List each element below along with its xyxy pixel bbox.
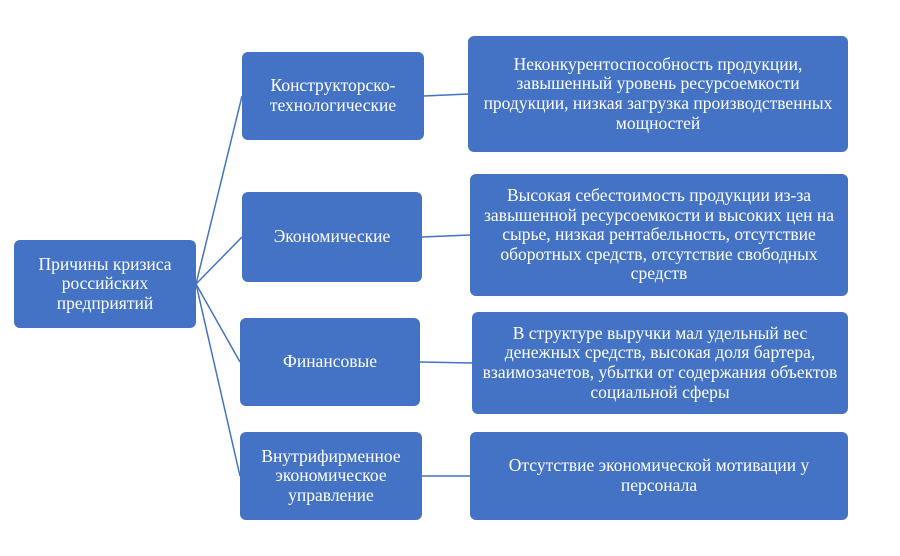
connector-cat2-detail — [421, 234, 471, 238]
connector-root-cat1 — [195, 95, 243, 285]
detail-node-financial: В структуре выручки мал удельный вес ден… — [472, 312, 848, 414]
connector-root-cat2 — [195, 236, 243, 285]
detail-node-design-technological: Неконкурентоспособность продукции, завыш… — [468, 36, 848, 152]
detail-node-economic: Высокая себестоимость продукции из-за за… — [470, 174, 848, 296]
root-label: Причины кризиса российских предприятий — [38, 253, 172, 313]
root-node: Причины кризиса российских предприятий — [14, 240, 196, 328]
connector-cat1-detail — [423, 93, 469, 97]
category-node-internal-management: Внутрифирменное экономическое управление — [240, 432, 422, 520]
category-node-financial: Финансовые — [240, 318, 420, 406]
detail-text: Отсутствие экономической мотивации у пер… — [508, 455, 810, 495]
category-node-design-technological: Конструкторско-технологические — [242, 52, 424, 140]
connector-cat3-detail — [419, 361, 473, 364]
category-label: Внутрифирменное экономическое управление — [261, 445, 401, 505]
category-label: Экономические — [273, 226, 391, 247]
detail-text: В структуре выручки мал удельный вес ден… — [482, 322, 838, 402]
category-label: Конструкторско-технологические — [269, 75, 397, 115]
category-node-economic: Экономические — [242, 192, 422, 282]
detail-text: Неконкурентоспособность продукции, завыш… — [483, 53, 833, 133]
detail-node-internal-management: Отсутствие экономической мотивации у пер… — [470, 432, 848, 520]
category-label: Финансовые — [283, 351, 377, 372]
detail-text: Высокая себестоимость продукции из-за за… — [484, 185, 834, 284]
connector-root-cat3 — [195, 283, 241, 363]
connector-root-cat4 — [195, 283, 241, 477]
